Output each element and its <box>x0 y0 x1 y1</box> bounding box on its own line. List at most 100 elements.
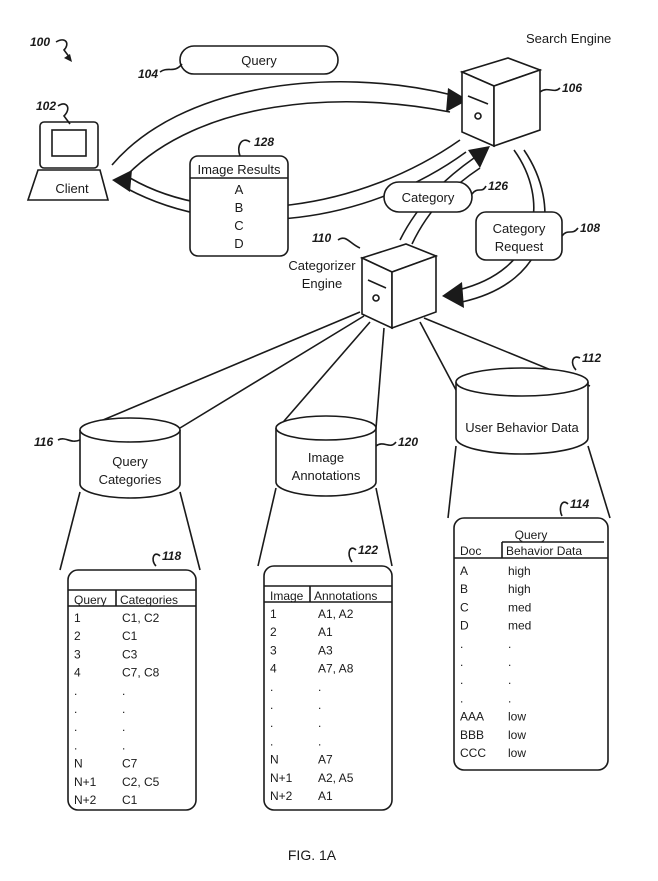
table-cell-value: A1 <box>318 789 333 803</box>
table-frame <box>263 565 393 811</box>
table-header: Categories <box>120 593 178 607</box>
table-cell-value: . <box>122 738 125 752</box>
table-cell-key: N+1 <box>270 771 293 785</box>
ref-104-leader <box>159 63 183 73</box>
table-cell-key: . <box>74 720 77 734</box>
table-cell-value: . <box>122 684 125 698</box>
image-results-box <box>189 155 289 257</box>
beam-line <box>419 321 457 391</box>
ref-126-leader <box>471 185 487 195</box>
search-engine-side <box>493 68 541 148</box>
table-cell-key: 1 <box>74 611 81 625</box>
table-cell-key: . <box>460 637 463 651</box>
table-cell-key: . <box>270 716 273 730</box>
table-cell-key: BBB <box>460 728 484 742</box>
funnel-line <box>587 445 611 519</box>
table-cell-key: 2 <box>74 629 81 643</box>
table-cell-key: . <box>270 680 273 694</box>
ref-112: 112 <box>582 351 601 365</box>
table-cell-value: low <box>508 728 526 742</box>
funnel-line <box>59 491 81 571</box>
ref-120-leader <box>375 441 397 447</box>
client-computer: Client <box>26 121 110 201</box>
funnel-line <box>375 487 393 567</box>
table-cell-value: C7, C8 <box>122 666 160 680</box>
category-request-label-line2: Request <box>495 239 544 254</box>
table-cell-key: N+2 <box>270 789 293 803</box>
table-cell-key: N <box>74 757 83 771</box>
table-cell-value: . <box>122 702 125 716</box>
beam-line <box>277 321 371 429</box>
table-header: Query <box>74 593 107 607</box>
table-cell-key: . <box>270 734 273 748</box>
query-categories-label-line1: Query <box>112 454 148 469</box>
table-cell-value: low <box>508 746 526 760</box>
image-result-item: D <box>234 236 243 251</box>
table-cell-key: N <box>270 753 279 767</box>
table-cell-value: . <box>508 673 511 687</box>
table-cell-key: 3 <box>74 647 81 661</box>
user-behavior-body <box>455 382 589 455</box>
table-cell-key: . <box>460 655 463 669</box>
ref-118-leader <box>152 553 161 567</box>
client-screen <box>51 129 87 157</box>
query-pill <box>179 45 339 75</box>
query-categories-body <box>79 430 181 499</box>
table-cell-key: 3 <box>270 643 277 657</box>
ref-100-arrowhead <box>64 54 72 62</box>
results-arrow-line <box>129 139 461 209</box>
client-base <box>26 169 110 201</box>
ref-128-leader <box>237 139 251 157</box>
table-cell-value: A3 <box>318 643 333 657</box>
table-cell-value: C1 <box>122 629 138 643</box>
funnel-line <box>447 445 457 519</box>
beam-line <box>179 315 365 429</box>
image-result-item: B <box>235 200 244 215</box>
search-engine-label: Search Engine <box>526 31 611 46</box>
table-cell-value: . <box>122 720 125 734</box>
table-cell-value: A1, A2 <box>318 607 354 621</box>
results-arrowhead <box>112 170 132 192</box>
ref-126: 126 <box>488 179 508 193</box>
table-cell-value: . <box>508 637 511 651</box>
table-cell-key: CCC <box>460 746 486 760</box>
table-frame <box>67 569 197 811</box>
user-behavior-top <box>455 367 589 397</box>
table-cell-value: A7 <box>318 753 333 767</box>
query-arrowhead <box>446 88 468 112</box>
ref-128: 128 <box>254 135 274 149</box>
ref-106: 106 <box>562 81 582 95</box>
table-cell-key: C <box>460 600 469 614</box>
user-behavior-label: User Behavior Data <box>465 420 579 435</box>
table-cell-key: 4 <box>270 662 277 676</box>
table-cell-value: . <box>508 691 511 705</box>
table-cell-value: . <box>318 680 321 694</box>
query-arrow-line-inner <box>125 101 451 177</box>
categorizer-power <box>372 294 380 302</box>
table-cell-value: C1, C2 <box>122 611 160 625</box>
image-annotations-top <box>275 415 377 441</box>
categorizer-side <box>391 254 437 330</box>
image-result-item: A <box>235 182 244 197</box>
table-cell-value: low <box>508 710 526 724</box>
table-cell-value: . <box>508 655 511 669</box>
table-cell-value: . <box>318 716 321 730</box>
table-cell-key: 4 <box>74 666 81 680</box>
table-cell-value: C3 <box>122 647 138 661</box>
categorizer-label-line1: Categorizer <box>288 258 356 273</box>
ref-108-leader <box>561 227 579 237</box>
table-cell-value: med <box>508 600 531 614</box>
category-arrowhead <box>468 146 490 168</box>
ref-102-leader <box>57 103 71 125</box>
table-header: Annotations <box>314 589 377 603</box>
ref-110: 110 <box>312 231 331 245</box>
ref-116: 116 <box>34 435 53 449</box>
table-cell-value: A1 <box>318 625 333 639</box>
table-cell-value: C1 <box>122 793 138 807</box>
table-cell-key: . <box>74 684 77 698</box>
ref-122-leader <box>348 547 357 563</box>
